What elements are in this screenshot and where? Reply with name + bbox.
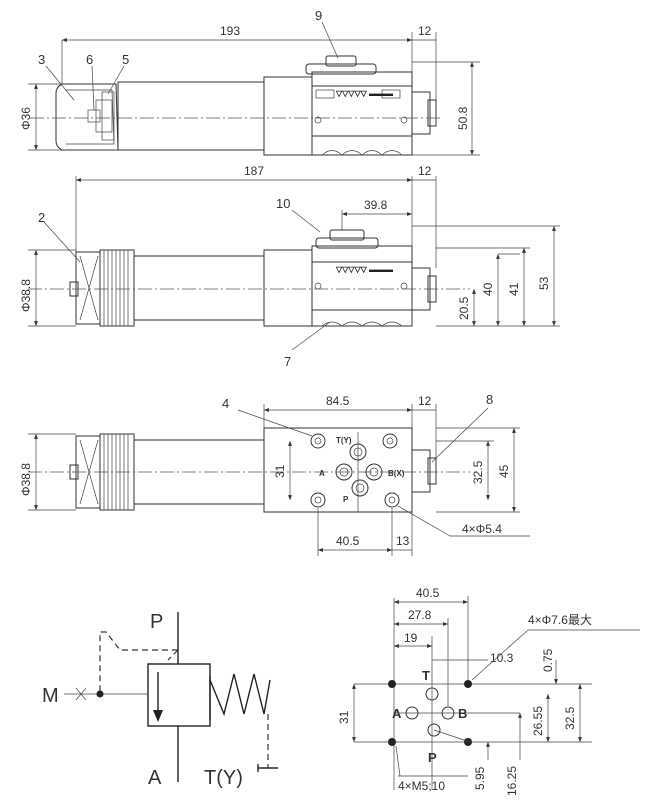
dim-threads-iface: 4×M5;10 [398,779,445,793]
dim-w405-iface: 40.5 [416,586,440,600]
port-p-plan: P [343,495,349,504]
view-plan: T(Y) A B(X) P 84.5 12 31 32.5 45 [19,392,530,556]
part-label-3: 3 [38,52,45,67]
dim-h2655-iface: 26.55 [531,706,545,736]
dim-h1-front: 20.5 [457,296,471,320]
dim-h31-iface: 31 [337,710,351,724]
dim-length-front: 187 [244,164,264,178]
mounting-interface: T A B P 40.5 27.8 19 10.3 4×Φ7.6最大 0.75 … [337,586,640,796]
dim-w103-iface: 10.3 [490,651,514,665]
dim-length-top: 193 [220,24,240,38]
dim-offset-front: 39.8 [364,198,388,212]
dim-w405-plan: 40.5 [336,534,360,548]
port-a-iface: A [392,706,402,721]
symbol-label-p: P [150,611,163,633]
dim-holes-plan: 4×Φ5.4 [462,522,502,536]
symbol-label-m: M [42,685,59,707]
part-label-5: 5 [122,52,129,67]
part-label-10: 10 [276,196,290,211]
dim-diameter-plan: Φ38.8 [19,463,33,496]
svg-text:▽▽▽▽▽ ▬▬▬: ▽▽▽▽▽ ▬▬▬ [335,265,393,274]
view-top: ▽▽▽▽▽ ▬▬▬ 193 12 50.8 Φ36 [19,8,480,156]
port-t-iface: T [422,668,430,683]
dim-h1625-iface: 16.25 [505,766,519,796]
dim-h595-iface: 5.95 [473,766,487,790]
dim-d075-iface: 0.75 [541,648,555,672]
dim-h45-plan: 45 [497,464,511,478]
dim-nut-front: 12 [418,164,432,178]
dim-diameter-top: Φ36 [19,107,33,130]
part-label-9: 9 [315,8,322,23]
view-front: ▽▽▽▽▽ ▬▬▬ 187 12 39.8 20.5 [19,164,560,369]
symbol-label-a: A [148,767,162,789]
dim-h3-front: 41 [507,282,521,296]
dim-h325-iface: 32.5 [563,706,577,730]
part-label-8: 8 [486,392,493,407]
port-b-iface: B [458,706,467,721]
dim-h325-plan: 32.5 [471,460,485,484]
dim-height-top: 50.8 [456,106,470,130]
part-label-4: 4 [222,396,229,411]
dim-h31-plan: 31 [273,464,287,478]
dim-h4-front: 53 [537,276,551,290]
part-label-2: 2 [38,210,45,225]
port-b-plan: B(X) [388,469,405,478]
dim-w13-plan: 13 [396,534,410,548]
dim-w278-iface: 27.8 [408,608,432,622]
part-label-6: 6 [86,52,93,67]
dim-w19-iface: 19 [404,631,418,645]
hydraulic-symbol: P M A T(Y) [42,611,278,789]
dim-holes-iface: 4×Φ7.6最大 [528,613,592,627]
dim-width-plan: 84.5 [326,394,350,408]
dim-nut-top: 12 [418,24,432,38]
svg-text:▽▽▽▽▽ ▬▬▬: ▽▽▽▽▽ ▬▬▬ [335,89,393,98]
port-a-plan: A [319,469,325,478]
dim-nut-plan: 12 [418,394,432,408]
dim-diameter-front: Φ38.8 [19,279,33,312]
port-t-plan: T(Y) [336,436,352,445]
part-label-7: 7 [284,354,291,369]
symbol-label-t: T(Y) [204,767,243,789]
port-p-iface: P [428,750,437,765]
dim-h2-front: 40 [481,282,495,296]
